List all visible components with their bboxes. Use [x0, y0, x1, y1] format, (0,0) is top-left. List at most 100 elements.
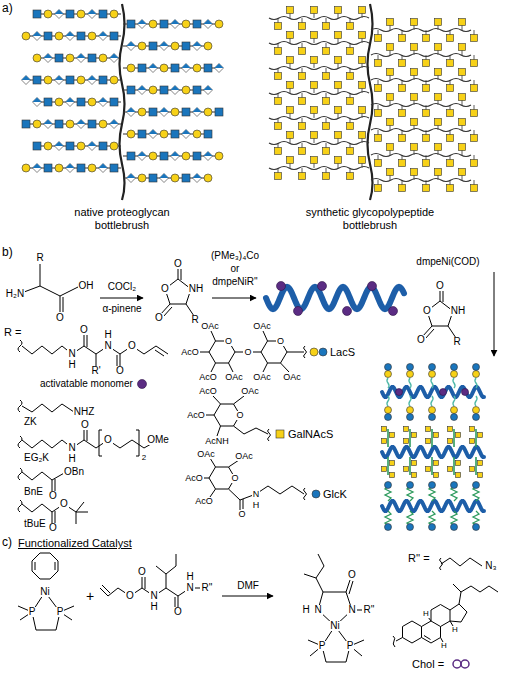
polymer-bristle — [431, 429, 433, 447]
sugar-diamond-half — [55, 10, 64, 15]
sugar-circle — [171, 42, 179, 50]
glycopolypeptide-branch — [371, 29, 471, 32]
sugar-circle — [99, 54, 107, 62]
sugar-square — [171, 64, 179, 72]
monomer-name: BnE — [24, 486, 43, 498]
atom-label: O — [48, 491, 58, 501]
sugar-diamond-half — [44, 54, 53, 59]
sugar-diamond-half — [160, 174, 169, 179]
sugar-square — [110, 32, 118, 40]
sugar-circle — [182, 86, 190, 94]
sugar-square — [44, 32, 52, 40]
atom-label: R — [190, 315, 199, 325]
sugar-diamond-half — [88, 76, 97, 81]
sugar-circle — [99, 120, 107, 128]
sugar-circle — [44, 76, 52, 84]
sugar-diamond — [182, 64, 191, 73]
polymer-bristle — [431, 378, 433, 388]
sugar-square — [387, 119, 394, 126]
sugar-square — [33, 10, 41, 18]
cholesterol-ring-icon — [461, 660, 469, 668]
panel-letter: a) — [2, 2, 13, 16]
atom-label: OMe — [146, 435, 170, 445]
atom-label: O — [160, 284, 170, 294]
sugar-diamond — [99, 32, 108, 41]
atom-label: O — [79, 325, 89, 335]
sugar-square — [435, 19, 442, 26]
sugar-square — [399, 110, 406, 117]
atom-label: N — [185, 583, 194, 593]
atom-label: R'' — [362, 605, 375, 615]
sugar-square — [275, 148, 282, 155]
sugar-square — [447, 135, 454, 142]
reaction-arrows — [100, 272, 494, 596]
sugar-square — [311, 107, 318, 114]
sugar-circle — [429, 414, 436, 421]
sugar-square — [399, 160, 406, 167]
sugar-diamond-half — [66, 32, 75, 37]
sugar-square — [411, 44, 418, 51]
sugar-diamond — [127, 42, 136, 51]
sugar-square — [435, 169, 442, 176]
atom-label: OBn — [63, 467, 85, 477]
sugar-square — [387, 19, 394, 26]
atom-label: N — [149, 591, 158, 601]
sugar-circle — [385, 482, 392, 489]
glycopolypeptide-branch — [371, 154, 471, 157]
sugar-diamond-half — [88, 142, 97, 147]
sugar-square — [335, 82, 342, 89]
sugar-square — [323, 148, 330, 155]
atom-label: H₂N — [5, 289, 25, 299]
sugar-square — [335, 32, 342, 39]
atom-label: OAc — [196, 450, 216, 459]
sugar-diamond — [138, 86, 147, 95]
figure-caption: synthetic glycopolypeptide bottlebrush — [300, 206, 440, 231]
sugar-name: GalNAcS — [288, 428, 333, 441]
sugar-circle — [451, 524, 458, 531]
sugar-diamond-half — [44, 120, 53, 125]
sugar-circle — [204, 108, 212, 116]
sugar-square — [311, 32, 318, 39]
atom-label: R' — [90, 366, 101, 376]
sugar-square — [193, 20, 201, 28]
sugar-square — [411, 169, 418, 176]
sugar-diamond-half — [110, 120, 119, 125]
sugar-square — [347, 48, 354, 55]
atom-label: P — [28, 607, 37, 617]
sugar-square — [456, 461, 461, 466]
sugar-square — [66, 76, 74, 84]
sugar-square — [127, 20, 135, 28]
sugar-square — [149, 108, 157, 116]
sugar-square — [311, 157, 318, 164]
sugar-circle — [473, 371, 480, 378]
atom-label: N₃ — [484, 561, 497, 571]
sugar-diamond-half — [77, 54, 86, 59]
sugar-circle — [473, 407, 480, 414]
sugar-diamond — [160, 174, 169, 183]
sugar-diamond-half — [127, 42, 136, 47]
sugar-circle — [171, 174, 179, 182]
sugar-square — [399, 60, 406, 67]
glycopolypeptide-branch — [371, 129, 471, 132]
sugar-square — [359, 7, 366, 14]
sugar-diamond — [88, 10, 97, 19]
sugar-square — [347, 148, 354, 155]
sugar-square — [435, 44, 442, 51]
sugar-diamond-half — [66, 98, 75, 103]
glycopolypeptide-branch — [269, 17, 369, 20]
sugar-square — [204, 64, 212, 72]
sugar-diamond-half — [33, 164, 42, 169]
helix-highlight — [382, 387, 484, 397]
atom-label: OAc — [252, 373, 272, 382]
sugar-diamond — [55, 10, 64, 19]
sugar-square — [375, 185, 382, 192]
atom-label: O — [416, 335, 426, 345]
atom-label: O — [173, 607, 183, 617]
atom-label: NH — [450, 306, 466, 316]
sugar-square — [127, 86, 135, 94]
side-chain-bonds — [18, 428, 158, 456]
sugar-diamond-half — [204, 20, 213, 25]
atom-label: H — [185, 572, 194, 582]
